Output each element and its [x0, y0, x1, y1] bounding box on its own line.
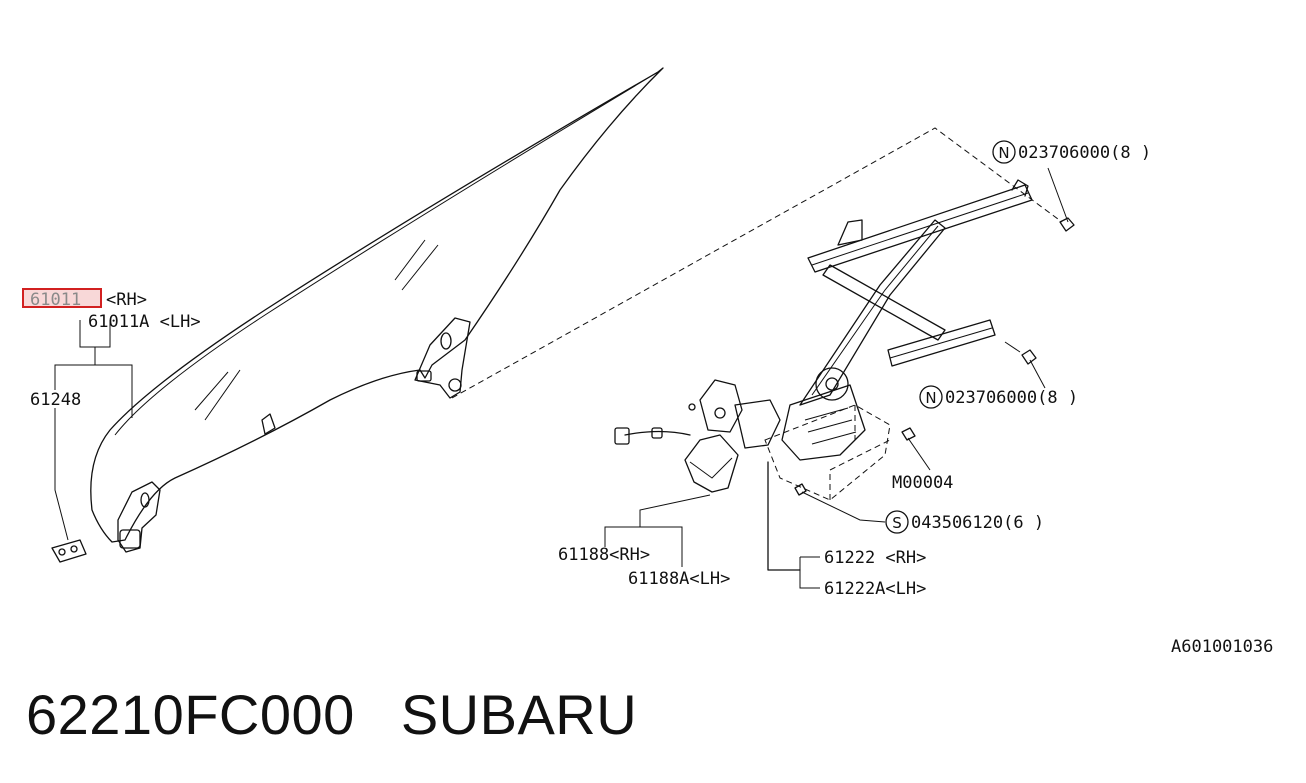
glass-to-regulator-dashed-line [451, 127, 1063, 399]
glass-clip [51, 539, 87, 563]
parts-diagram: 61011 <RH> 61011A <LH> 61248 N 023706000… [22, 67, 1273, 657]
screw-symbol-s: S [892, 514, 902, 532]
hardware [794, 167, 1075, 523]
part-number-023706000-mid: 023706000(8 ) [945, 388, 1078, 408]
footer: 62210FC000 SUBARU [26, 682, 683, 747]
part-number-61222[interactable]: 61222 <RH> [824, 548, 926, 568]
nut-symbol-n: N [998, 144, 1009, 162]
label-screw[interactable]: S 043506120(6 ) [885, 510, 1044, 534]
part-number-m00004[interactable]: M00004 [892, 473, 953, 493]
nut-symbol-n: N [925, 389, 936, 407]
diagram-code: A601001036 [1171, 637, 1273, 657]
motor-regulator-leaders [604, 461, 820, 589]
window-regulator [764, 179, 1033, 501]
label-glass-rh[interactable]: 61011 <RH> [22, 288, 147, 310]
label-nut-top[interactable]: N 023706000(8 ) [992, 140, 1151, 164]
window-motor [614, 379, 781, 493]
footer-part-number: 62210FC000 [26, 683, 355, 746]
glass-rh-suffix: <RH> [106, 290, 147, 310]
part-number-61011a[interactable]: 61011A <LH> [88, 312, 201, 332]
part-number-023706000-top: 023706000(8 ) [1018, 143, 1151, 163]
part-number-61248[interactable]: 61248 [30, 390, 81, 410]
part-number-61011: 61011 [30, 290, 81, 310]
glass-leaders [54, 320, 133, 541]
part-number-61188[interactable]: 61188<RH> [558, 545, 650, 565]
part-number-043506120: 043506120(6 ) [911, 513, 1044, 533]
footer-brand: SUBARU [400, 683, 638, 746]
door-glass [90, 67, 664, 553]
part-number-61188a[interactable]: 61188A<LH> [628, 569, 730, 589]
label-nut-mid[interactable]: N 023706000(8 ) [919, 385, 1078, 409]
part-number-61222a[interactable]: 61222A<LH> [824, 579, 926, 599]
